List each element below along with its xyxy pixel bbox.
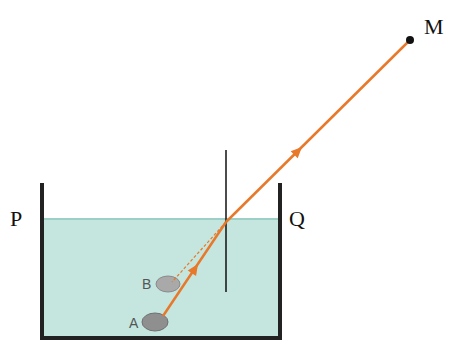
point-label: B: [142, 277, 151, 291]
virtual-ray: [172, 222, 226, 282]
water-surface: [42, 218, 280, 220]
arrowhead: [291, 143, 306, 158]
water: [42, 218, 280, 338]
eye-point: [406, 36, 414, 44]
arrowhead: [188, 261, 202, 276]
point-label: A: [129, 316, 138, 330]
point-label: Q: [289, 208, 305, 230]
point-label: M: [424, 16, 444, 38]
refracted-ray: [226, 40, 410, 222]
tank-wall: [42, 183, 280, 338]
incident-ray: [163, 222, 226, 316]
stone-image: [156, 276, 180, 292]
point-label: P: [10, 208, 22, 230]
